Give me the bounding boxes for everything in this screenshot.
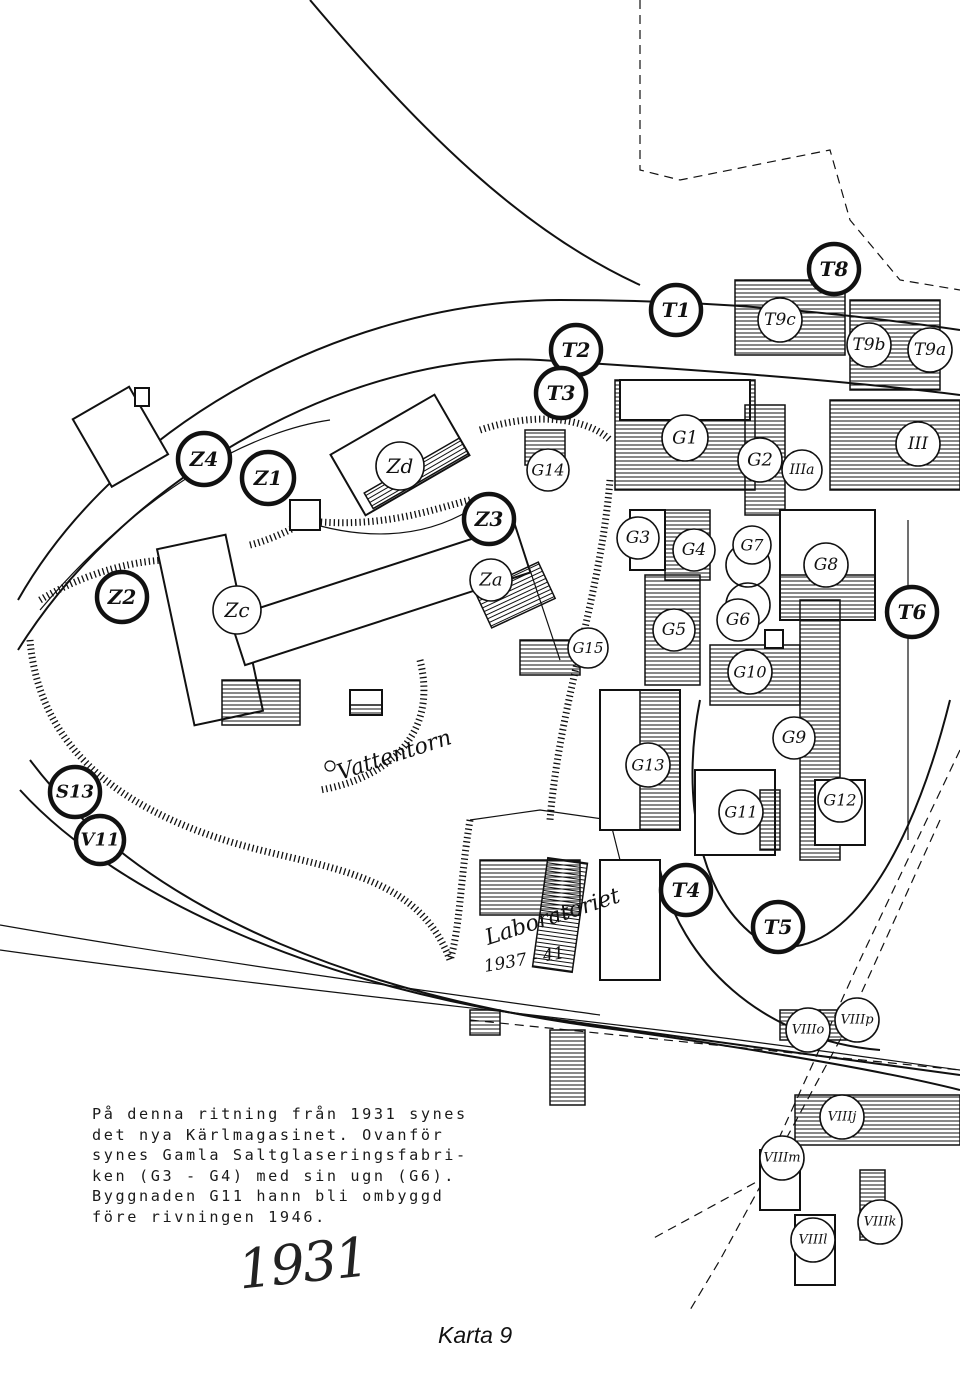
svg-text:G13: G13 (631, 756, 664, 775)
marker-G7: G7 (732, 525, 772, 565)
svg-text:G14: G14 (531, 461, 564, 480)
year-note: 1931 (235, 1225, 371, 1302)
marker-T9a: T9a (907, 327, 953, 373)
svg-text:T3: T3 (547, 381, 576, 405)
svg-text:G15: G15 (572, 639, 603, 657)
svg-text:T9c: T9c (764, 310, 796, 330)
vattentorn-label: Vattentorn (334, 725, 455, 785)
svg-text:Z3: Z3 (474, 507, 504, 531)
svg-text:T9a: T9a (914, 340, 946, 360)
marker-G10: G10 (727, 649, 773, 695)
marker-IIIa: IIIa (781, 449, 823, 491)
marker-T5: T5 (750, 899, 806, 955)
svg-text:G8: G8 (814, 555, 839, 575)
svg-text:S13: S13 (56, 782, 94, 803)
svg-text:VIIIp: VIIIp (840, 1013, 874, 1028)
svg-text:G9: G9 (782, 728, 807, 748)
marker-Z1: Z1 (239, 449, 297, 507)
marker-VIIIj: VIIIj (819, 1094, 865, 1140)
svg-text:Zd: Zd (386, 454, 414, 478)
svg-text:Z2: Z2 (107, 585, 137, 609)
marker-G14: G14 (526, 448, 570, 492)
svg-text:G3: G3 (626, 528, 650, 548)
svg-text:VIIIo: VIIIo (792, 1023, 825, 1038)
svg-text:Z4: Z4 (189, 447, 219, 471)
svg-text:G12: G12 (823, 791, 856, 810)
svg-text:T8: T8 (820, 257, 849, 281)
svg-text:Za: Za (478, 570, 502, 591)
marker-VIIIl: VIIIl (790, 1217, 836, 1263)
marker-G9: G9 (772, 716, 816, 760)
marker-Za: Za (469, 558, 513, 602)
thin-markers: T9c T9b T9a Zd G14 G1 G2 IIIa III G3 G4 … (212, 297, 953, 1263)
marker-T2: T2 (548, 322, 604, 378)
marker-T4: T4 (658, 862, 714, 918)
marker-G1: G1 (661, 414, 709, 462)
marker-T1: T1 (648, 282, 704, 338)
svg-text:T9b: T9b (852, 335, 885, 355)
svg-text:G11: G11 (724, 803, 757, 822)
marker-G5: G5 (652, 608, 696, 652)
site-labels: Vattentorn Laboratoriet 1937 - 41 (324, 725, 623, 977)
marker-Z2: Z2 (94, 569, 150, 625)
marker-Zd: Zd (375, 441, 425, 491)
marker-Z3: Z3 (461, 491, 517, 547)
marker-G2: G2 (737, 437, 783, 483)
marker-T9c: T9c (757, 297, 803, 343)
svg-text:Z1: Z1 (253, 466, 283, 490)
marker-VIIIp: VIIIp (834, 997, 880, 1043)
marker-G13: G13 (625, 742, 671, 788)
marker-T3: T3 (533, 365, 589, 421)
marker-T8: T8 (806, 241, 862, 297)
marker-T6: T6 (884, 584, 940, 640)
svg-text:G6: G6 (726, 610, 751, 630)
svg-text:G7: G7 (741, 536, 765, 555)
marker-VIIIm: VIIIm (759, 1135, 805, 1181)
svg-text:VIIIl: VIIIl (799, 1233, 828, 1248)
marker-G4: G4 (672, 528, 716, 572)
marker-T9b: T9b (846, 322, 892, 368)
svg-text:T5: T5 (764, 915, 793, 939)
svg-text:G4: G4 (682, 540, 706, 560)
map-number-label: Karta 9 (438, 1322, 513, 1348)
marker-VIIIo: VIIIo (785, 1007, 831, 1053)
marker-VIIIk: VIIIk (857, 1199, 903, 1245)
bold-markers: T8 T1 T2 T3 Z4 Z1 Z3 Z2 T6 S13 V11 T4 T5 (47, 241, 940, 955)
svg-text:VIIIk: VIIIk (864, 1215, 897, 1230)
marker-G3: G3 (616, 516, 660, 560)
svg-text:Zc: Zc (223, 598, 249, 622)
svg-text:VIIIj: VIIIj (828, 1110, 857, 1125)
svg-text:III: III (907, 434, 928, 454)
marker-G15: G15 (567, 627, 609, 669)
svg-text:G1: G1 (672, 428, 698, 449)
marker-III: III (895, 421, 941, 467)
svg-text:V11: V11 (80, 830, 119, 851)
marker-G12: G12 (817, 777, 863, 823)
svg-text:T1: T1 (662, 298, 691, 322)
svg-text:G10: G10 (733, 663, 766, 682)
marker-Z4: Z4 (175, 430, 233, 488)
marker-S13: S13 (47, 764, 103, 820)
map-caption: På denna ritning från 1931 synes det nya… (92, 1105, 468, 1226)
marker-G8: G8 (803, 542, 849, 588)
marker-Zc: Zc (212, 585, 262, 635)
marker-G6: G6 (716, 598, 760, 642)
marker-V11: V11 (73, 813, 127, 867)
svg-text:T6: T6 (898, 600, 927, 624)
svg-text:G2: G2 (747, 450, 773, 471)
svg-text:G5: G5 (662, 620, 686, 640)
svg-text:T4: T4 (672, 878, 701, 902)
marker-G11: G11 (718, 789, 764, 835)
svg-text:IIIa: IIIa (789, 462, 815, 478)
svg-text:T2: T2 (562, 338, 591, 362)
svg-text:VIIIm: VIIIm (763, 1151, 800, 1166)
